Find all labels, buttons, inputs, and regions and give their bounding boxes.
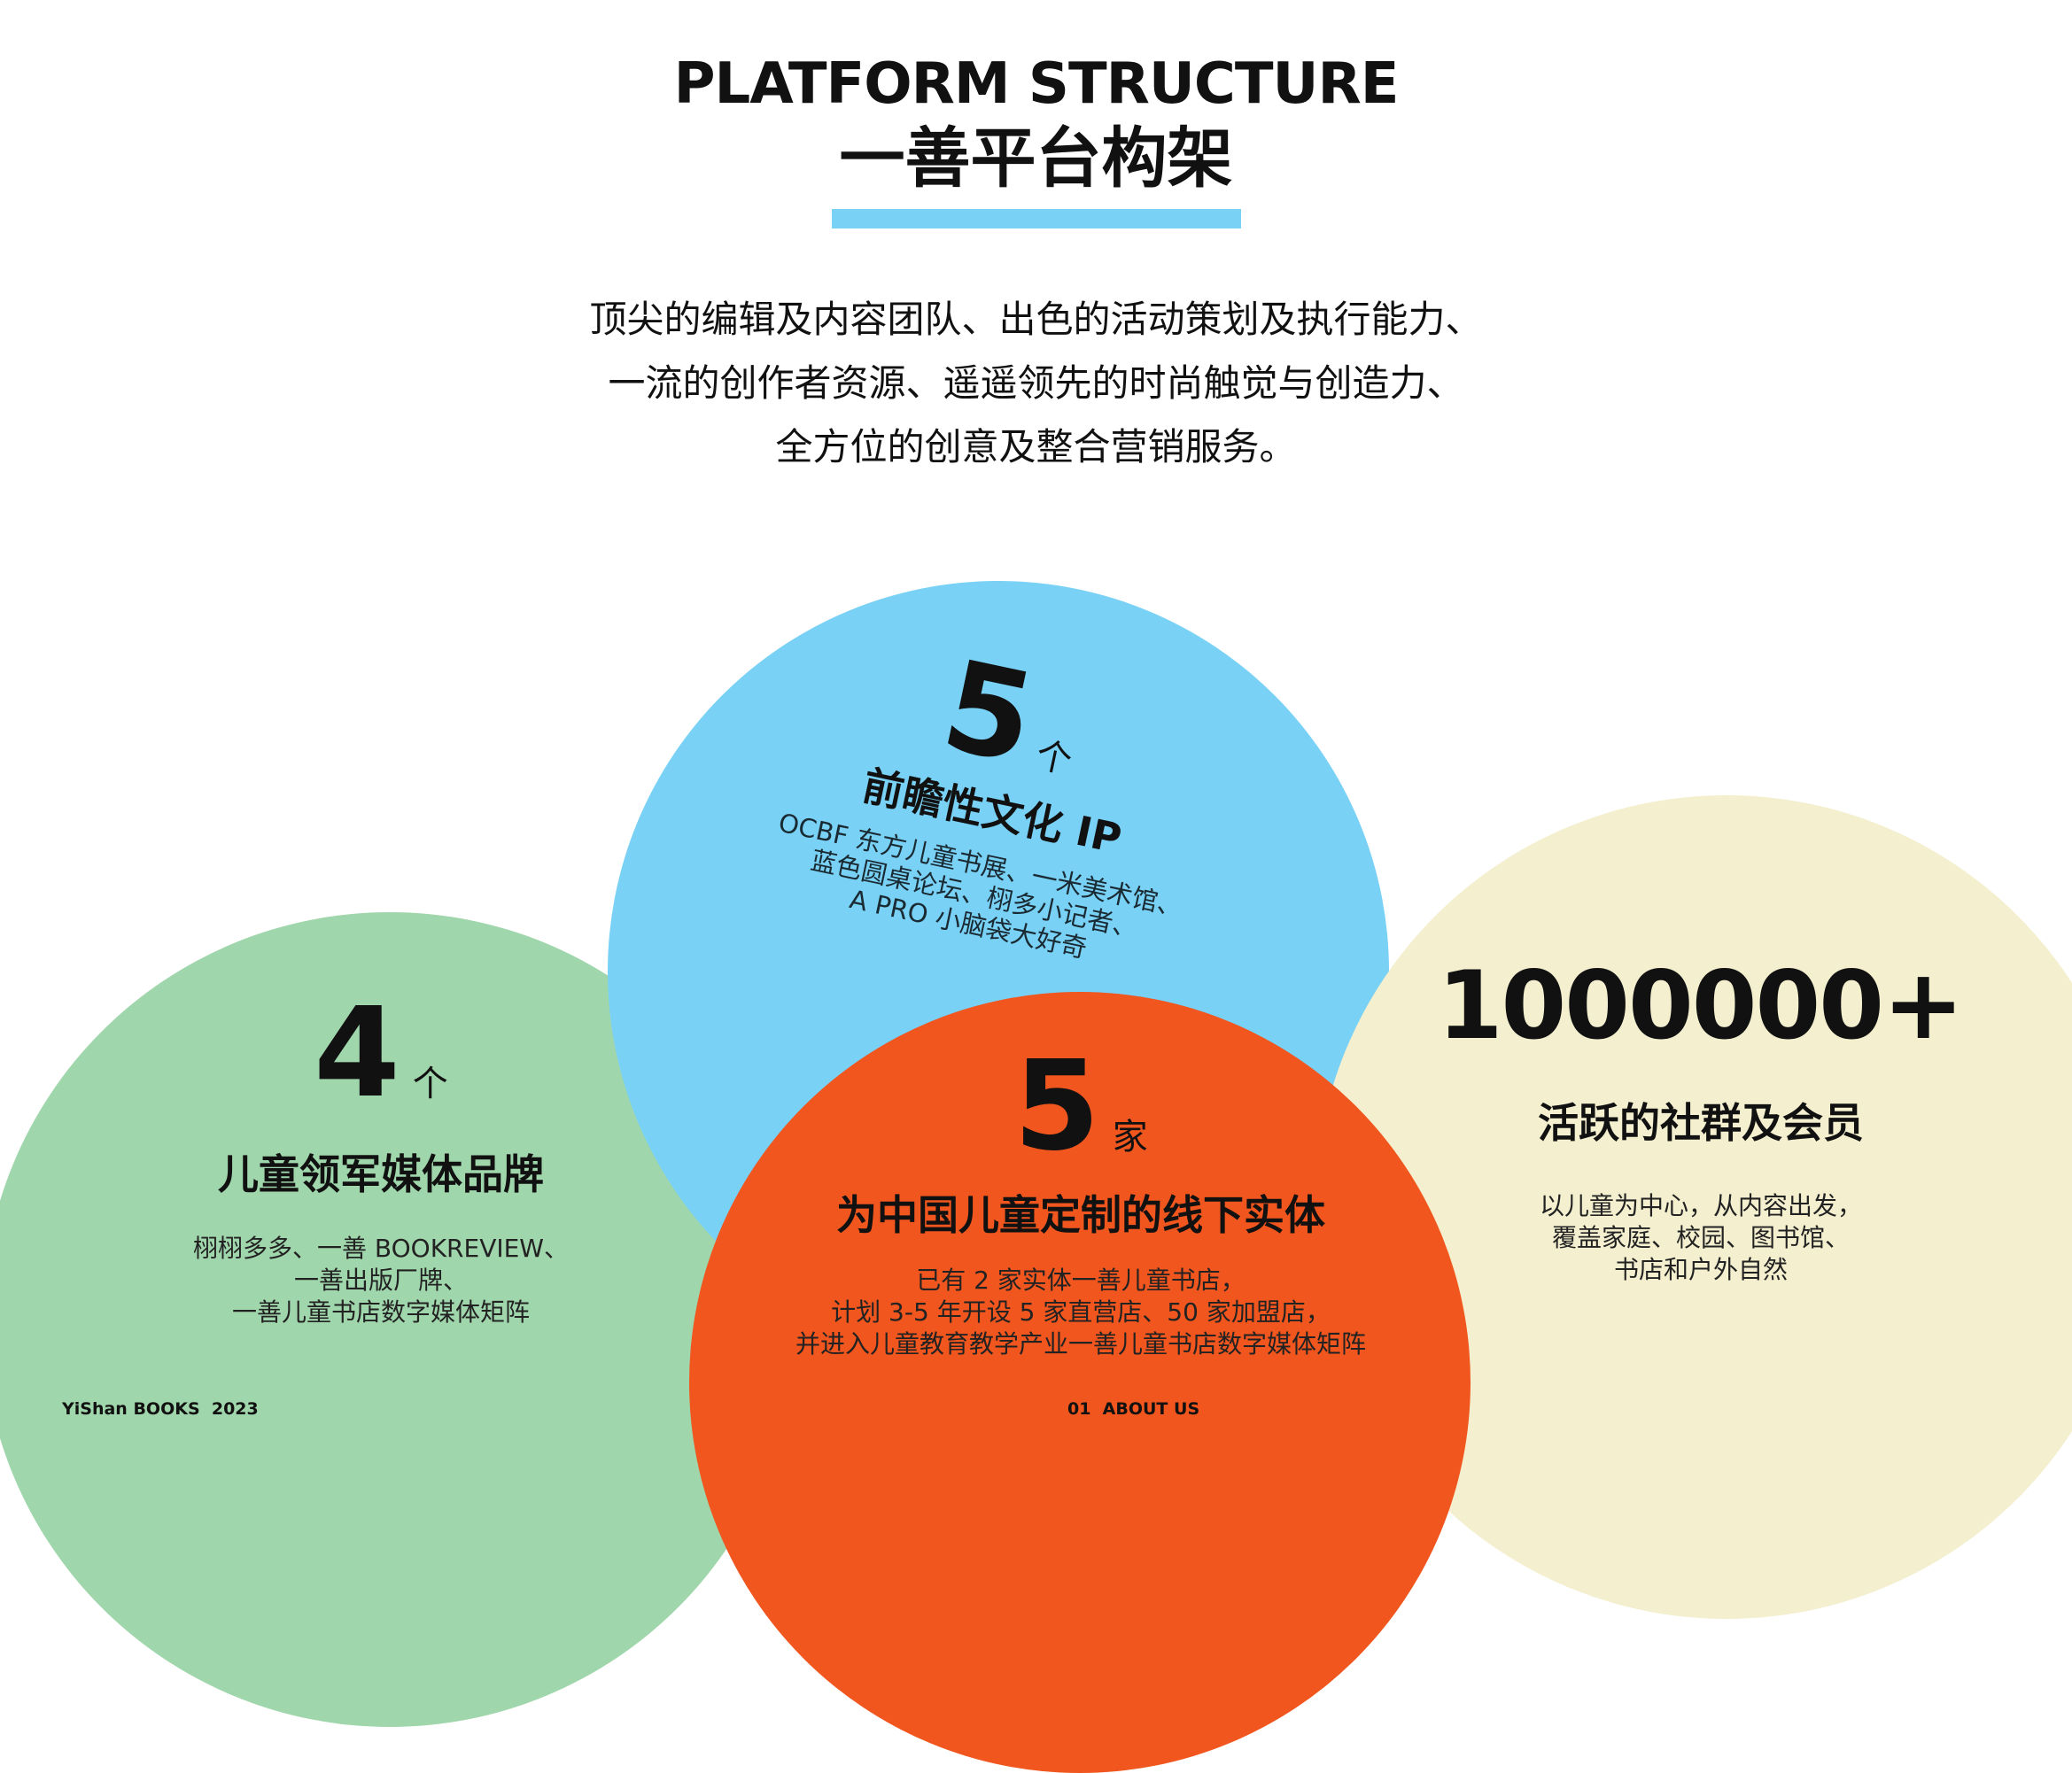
description-line: 已有 2 家实体一善儿童书店，	[916, 1266, 1246, 1295]
description-line: 并进入儿童教育教学产业一善儿童书店数字媒体矩阵	[795, 1329, 1366, 1359]
page-header: PLATFORM STRUCTURE 一善平台构架	[0, 53, 2072, 228]
stat-heading: 活跃的社群及会员	[1538, 1099, 1864, 1147]
stat-heading: 为中国儿童定制的线下实体	[836, 1191, 1325, 1239]
stat-description: 已有 2 家实体一善儿童书店， 计划 3-5 年开设 5 家直营店、50 家加盟…	[771, 1265, 1391, 1360]
stat-unit: 家	[1112, 1117, 1148, 1157]
stat-description: 以儿童为中心，从内容出发， 覆盖家庭、校园、图书馆、 书店和户外自然	[1400, 1190, 2002, 1286]
stat-unit: 个	[412, 1064, 448, 1104]
page-title-english: PLATFORM STRUCTURE	[673, 51, 1400, 117]
page-title-chinese: 一善平台构架	[839, 120, 1233, 197]
footer-page-label: 01 ABOUT US	[1067, 1399, 1200, 1419]
stat-unit: 个	[1032, 734, 1076, 782]
description-line: 一善儿童书店数字媒体矩阵	[231, 1297, 530, 1327]
intro-line: 顶尖的编辑及内容团队、出色的活动策划及执行能力、	[589, 298, 1483, 341]
stat-plus-sign: +	[1882, 948, 1965, 1061]
stat-number-row: 1000000+	[1400, 948, 2002, 1061]
title-underline-bar	[831, 209, 1241, 228]
stat-number: 1000000	[1437, 951, 1884, 1060]
stat-number: 4	[314, 981, 400, 1126]
community-member-block: 1000000+ 活跃的社群及会员 以儿童为中心，从内容出发， 覆盖家庭、校园、…	[1400, 948, 2002, 1286]
description-line: 书店和户外自然	[1613, 1255, 1788, 1284]
description-line: 以儿童为中心，从内容出发，	[1539, 1191, 1862, 1220]
description-line: 一善出版厂牌、	[293, 1266, 468, 1295]
intro-line: 一流的创作者资源、遥遥领先的时尚触觉与创造力、	[608, 361, 1464, 405]
stat-number: 5	[1013, 1034, 1099, 1179]
stat-description: 栩栩多多、一善 BOOKREVIEW、 一善出版厂牌、 一善儿童书店数字媒体矩阵	[133, 1233, 629, 1328]
footer-brand-year: YiShan BOOKS 2023	[62, 1399, 259, 1419]
intro-paragraph: 顶尖的编辑及内容团队、出色的活动策划及执行能力、 一流的创作者资源、遥遥领先的时…	[0, 288, 2072, 479]
description-line: 栩栩多多、一善 BOOKREVIEW、	[193, 1234, 569, 1263]
description-line: 计划 3-5 年开设 5 家直营店、50 家加盟店，	[831, 1297, 1331, 1327]
stat-heading: 儿童领军媒体品牌	[218, 1150, 544, 1198]
description-line: 覆盖家庭、校园、图书馆、	[1551, 1223, 1850, 1252]
stat-number: 5	[931, 633, 1044, 793]
intro-line: 全方位的创意及整合营销服务。	[775, 425, 1297, 468]
